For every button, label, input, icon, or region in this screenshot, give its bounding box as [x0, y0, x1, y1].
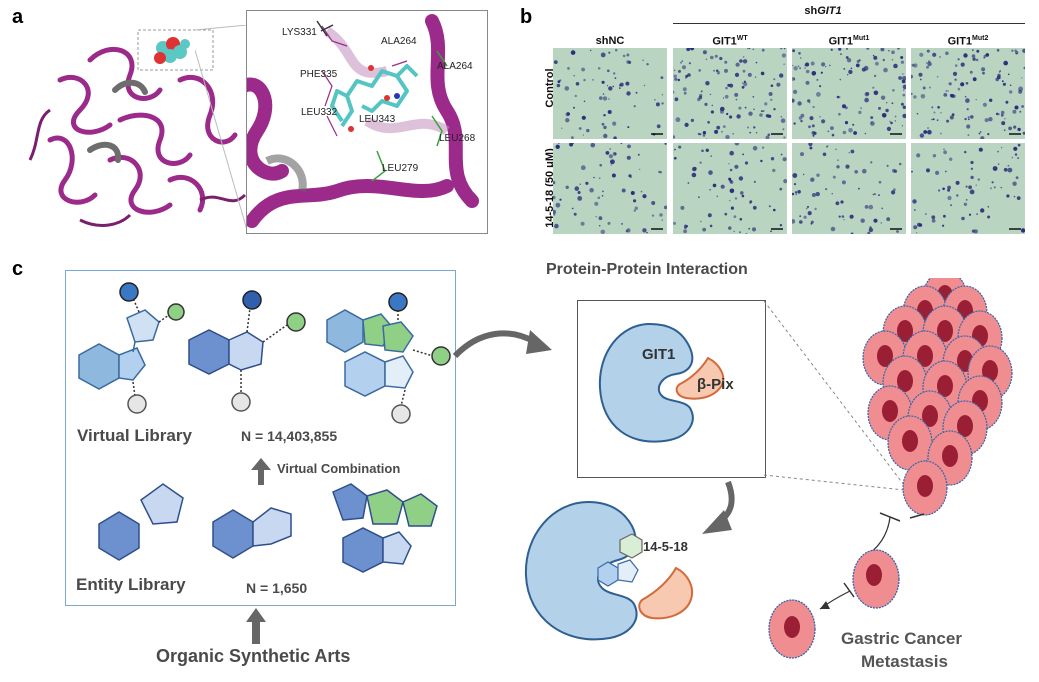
curved-arrow-icon: [702, 480, 735, 534]
microscopy-image: [792, 143, 906, 234]
ppi-diagram: [598, 322, 725, 443]
residue-label: PHE335: [300, 69, 338, 80]
zoom-guide-lines: [764, 300, 905, 491]
microscopy-image: [792, 48, 906, 139]
panel-label-b: b: [520, 6, 533, 28]
git1-label: GIT1: [642, 346, 676, 363]
residue-label: ALA264: [437, 61, 473, 72]
virtual-library-label: Virtual Library: [77, 426, 192, 445]
tumor-cell-cluster: [862, 278, 1013, 519]
ppi-box: [577, 300, 766, 478]
organic-synthetic-label: Organic Synthetic Arts: [156, 646, 351, 666]
metastasis-cells: [768, 512, 901, 659]
curved-arrow-icon: [452, 330, 552, 359]
binding-site-ribbons: [247, 14, 479, 228]
residue-label: ALA264: [381, 36, 417, 47]
metastasis-label: Metastasis: [861, 652, 948, 671]
residue-label: LEU332: [301, 107, 338, 118]
entity-library-label: Entity Library: [76, 575, 186, 594]
col-header-shnc: shNC: [595, 35, 625, 47]
bpix-label: β-Pix: [697, 376, 734, 393]
panel-label-a: a: [12, 6, 24, 28]
microscopy-image: [553, 48, 667, 139]
col-header-git1-mut2: GIT1Mut2: [947, 35, 989, 48]
microscopy-image: [673, 48, 787, 139]
entity-library-n: N = 1,650: [246, 580, 308, 596]
residue-label: LEU268: [439, 133, 476, 144]
cancer-cell: [902, 460, 948, 516]
gastric-cancer-label: Gastric Cancer: [841, 629, 962, 648]
panel-label-c: c: [12, 258, 24, 280]
up-arrow-icon: [246, 608, 266, 644]
binding-site-zoom: [246, 10, 488, 234]
col-header-git1-mut1: GIT1Mut1: [828, 35, 870, 48]
group-bracket-line: [673, 23, 1025, 24]
col-header-git1-wt: GIT1WT: [712, 35, 748, 48]
virtual-combination-label: Virtual Combination: [277, 461, 401, 476]
virtual-library-n: N = 14,403,855: [241, 428, 338, 444]
zoom-guide-lines: [195, 25, 248, 231]
residue-label: LEU343: [359, 114, 396, 125]
residue-label: LYS331: [282, 27, 317, 38]
library-molecules: [78, 282, 451, 573]
microscopy-image: [911, 48, 1025, 139]
ppi-title: Protein-Protein Interaction: [546, 261, 748, 278]
inhibited-complex-diagram: [524, 500, 694, 641]
compound-label: 14-5-18: [643, 539, 688, 554]
microscopy-image: [911, 143, 1025, 234]
shgit1-group-label: shGIT1: [804, 5, 842, 17]
microscopy-image: [673, 143, 787, 234]
protein-ribbon-structure: [28, 29, 247, 227]
microscopy-image: [553, 143, 667, 234]
residue-label: LEU279: [382, 163, 419, 174]
